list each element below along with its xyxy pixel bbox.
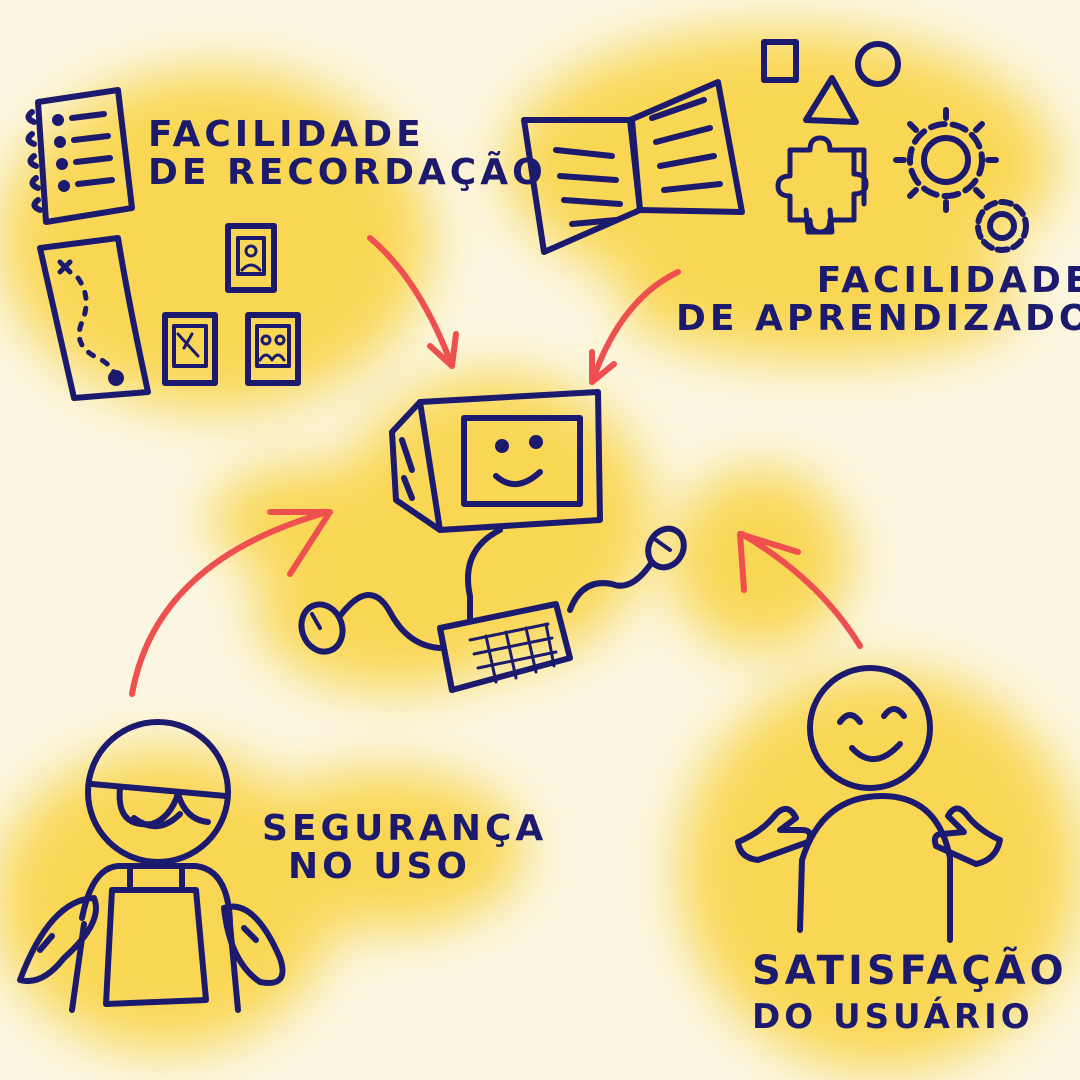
arrows	[129, 235, 863, 697]
mouse-icon	[298, 525, 687, 655]
learning-label: FACILIDADE DE APRENDIZADO	[676, 262, 1080, 338]
smiley-person-icon	[735, 665, 1003, 943]
learning-label-line1: FACILIDADE	[816, 260, 1080, 301]
satisfaction-label-line2: DO USUÁRIO	[752, 997, 1034, 1037]
recall-label-line2: DE RECORDAÇÃO	[148, 151, 547, 193]
notebook-icon	[25, 87, 135, 225]
satisfaction-label: SATISFAÇÃO DO USUÁRIO	[752, 950, 1068, 1036]
recall-label-line1: FACILIDADE	[148, 114, 425, 155]
recall-label: FACILIDADE DE RECORDAÇÃO	[148, 116, 547, 192]
safety-label-line1: SEGURANÇA	[262, 808, 548, 849]
safety-label: SEGURANÇA NO USO	[262, 810, 547, 886]
shapes-icon	[761, 39, 901, 125]
keyboard-icon	[437, 601, 573, 693]
safety-label-line2: NO USO	[288, 845, 472, 887]
worker-icon	[17, 719, 286, 1013]
photo-frame-icon	[162, 223, 301, 386]
arrow-recall	[367, 235, 459, 369]
arrow-satisfaction	[737, 531, 863, 649]
highlight-glows	[0, 30, 1080, 1070]
satisfaction-label-line1: SATISFAÇÃO	[752, 948, 1068, 994]
arrow-safety	[129, 509, 333, 697]
treasure-map-icon	[37, 235, 151, 401]
gear-icon	[893, 107, 1029, 253]
open-book-icon	[521, 79, 745, 255]
arrow-learning	[589, 269, 681, 385]
puzzle-icon	[775, 135, 869, 235]
computer-icon	[389, 389, 603, 621]
learning-label-line2: DE APRENDIZADO	[676, 297, 1080, 339]
